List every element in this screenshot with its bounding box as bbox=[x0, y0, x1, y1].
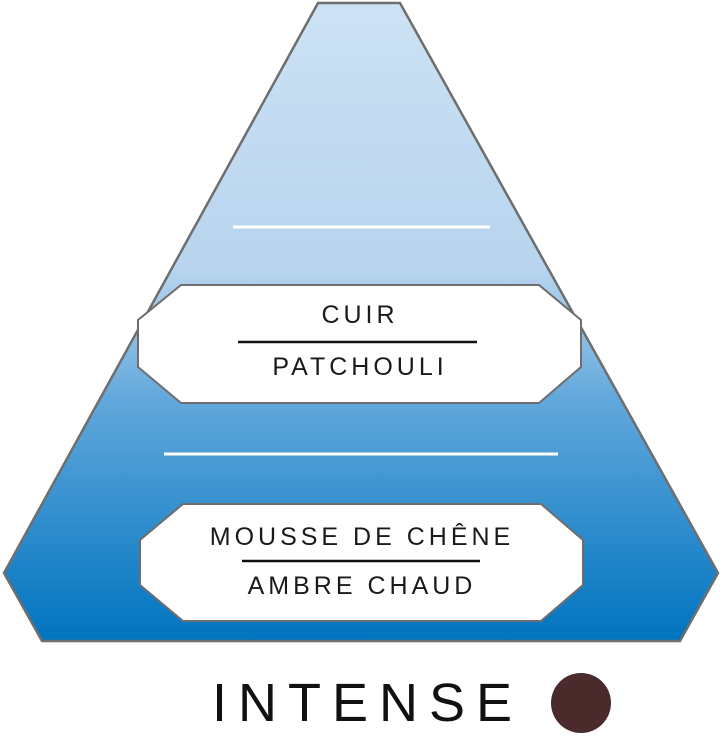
intensity-color-dot bbox=[551, 673, 612, 733]
base-note-primary: MOUSSE DE CHÊNE bbox=[210, 522, 514, 551]
heart-note-secondary: PATCHOULI bbox=[272, 353, 447, 381]
base-note-secondary: AMBRE CHAUD bbox=[248, 572, 477, 600]
heart-notes-panel: CUIR PATCHOULI bbox=[137, 284, 582, 404]
heart-note-primary: CUIR bbox=[321, 301, 398, 329]
heart-notes-box bbox=[137, 284, 582, 404]
intensity-indicator: INTENSE bbox=[212, 668, 612, 738]
base-notes-panel: MOUSSE DE CHÊNE AMBRE CHAUD bbox=[139, 503, 584, 622]
base-notes-box bbox=[139, 503, 584, 622]
fragrance-pyramid: CUIR PATCHOULI MOUSSE DE CHÊNE AMBRE CHA… bbox=[2, 1, 720, 643]
intensity-label: INTENSE bbox=[212, 673, 524, 733]
